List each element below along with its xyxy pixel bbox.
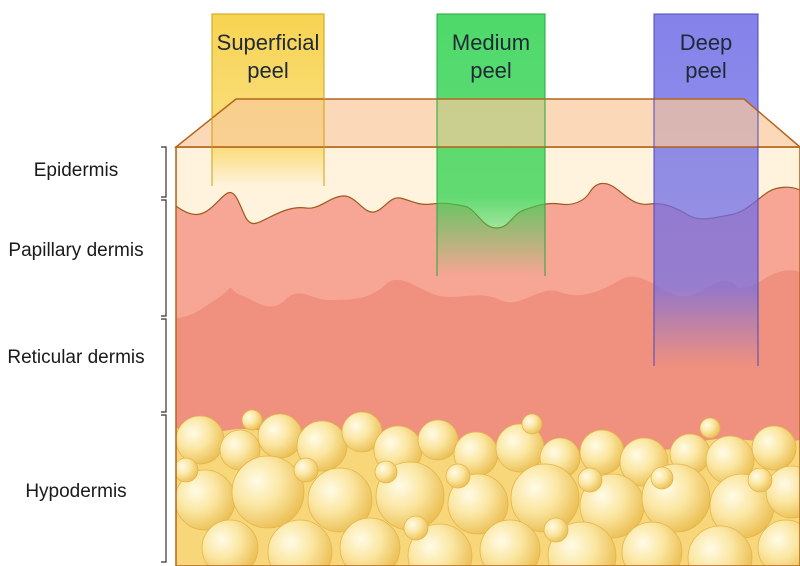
hypodermis-label: Hypodermis	[25, 481, 127, 502]
medium-peel-label: Medium peel	[437, 29, 545, 85]
superficial-peel-line2: peel	[247, 58, 289, 83]
deep-peel-label: Deep peel	[654, 29, 758, 85]
reticular-bracket	[161, 318, 167, 413]
medium-peel-line1: Medium	[451, 30, 531, 55]
epidermis-label: Epidermis	[33, 160, 119, 181]
reticular-dermis-label: Reticular dermis	[7, 347, 145, 368]
papillary-bracket	[161, 199, 167, 317]
deep-peel-line2: peel	[685, 58, 727, 83]
layer-brackets	[161, 146, 167, 563]
superficial-peel-line1: Superficial	[216, 30, 320, 55]
epidermis-bracket	[161, 146, 167, 198]
papillary-dermis-label: Papillary dermis	[8, 240, 144, 261]
superficial-peel-label: Superficial peel	[212, 29, 324, 85]
skin-top-face	[173, 98, 800, 148]
fat-cells	[176, 409, 800, 566]
deep-peel-column	[654, 14, 758, 366]
medium-peel-line2: peel	[470, 58, 512, 83]
hypodermis-bracket	[161, 414, 167, 563]
deep-peel-line1: Deep	[679, 30, 733, 55]
